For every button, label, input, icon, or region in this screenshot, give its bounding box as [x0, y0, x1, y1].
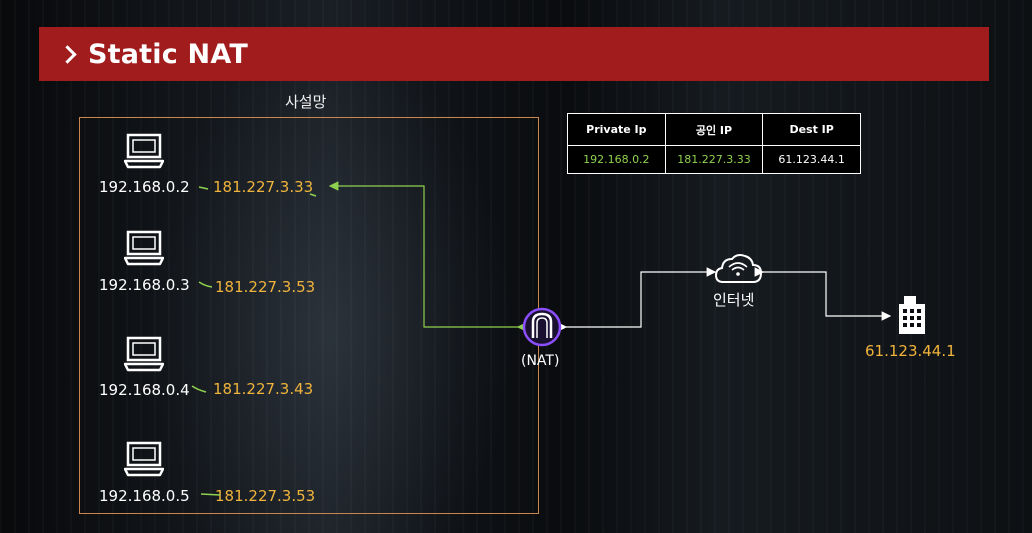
page-title: Static NAT — [88, 38, 248, 70]
green-tick — [198, 281, 213, 288]
laptop-icon — [124, 441, 164, 477]
table-header: Private Ip — [567, 113, 666, 146]
table-cell-dest-ip: 61.123.44.1 — [762, 145, 861, 174]
destination-ip: 61.123.44.1 — [865, 342, 956, 360]
host-private-ip: 192.168.0.2 — [99, 178, 190, 196]
internet-to-destination-link — [754, 267, 892, 321]
host-private-ip: 192.168.0.3 — [99, 276, 190, 294]
nat-table: Private Ip 공인 IP Dest IP 192.168.0.2 181… — [567, 113, 861, 174]
host-public-ip: 181.227.3.53 — [215, 278, 316, 296]
host-private-ip: 192.168.0.4 — [99, 381, 190, 399]
table-cell-private-ip: 192.168.0.2 — [567, 145, 666, 174]
nat-label: (NAT) — [521, 353, 560, 369]
table-header: Dest IP — [762, 113, 861, 146]
building-icon — [899, 296, 925, 334]
host-private-ip: 192.168.0.5 — [99, 487, 190, 505]
laptop-icon — [124, 336, 164, 372]
private-network-label: 사설망 — [285, 93, 327, 111]
laptop-icon — [124, 133, 164, 169]
host-public-ip: 181.227.3.33 — [213, 178, 314, 196]
host-public-ip: 181.227.3.53 — [215, 487, 316, 505]
internet-label: 인터넷 — [713, 291, 755, 309]
cloud-wifi-icon — [714, 254, 763, 283]
host-public-ip: 181.227.3.43 — [213, 380, 314, 398]
title-bar: Static NAT — [39, 27, 989, 81]
router-icon — [522, 307, 562, 347]
nat-to-internet-link — [557, 267, 717, 332]
table-row: 192.168.0.2 181.227.3.33 61.123.44.1 — [567, 145, 861, 174]
laptop-icon — [124, 230, 164, 266]
green-tick — [198, 186, 209, 190]
table-cell-public-ip: 181.227.3.33 — [664, 145, 764, 174]
table-header: 공인 IP — [664, 113, 764, 146]
green-tick — [191, 385, 207, 393]
green-tick — [309, 193, 317, 197]
nat-to-host-link — [328, 181, 527, 332]
green-tick — [200, 493, 221, 496]
